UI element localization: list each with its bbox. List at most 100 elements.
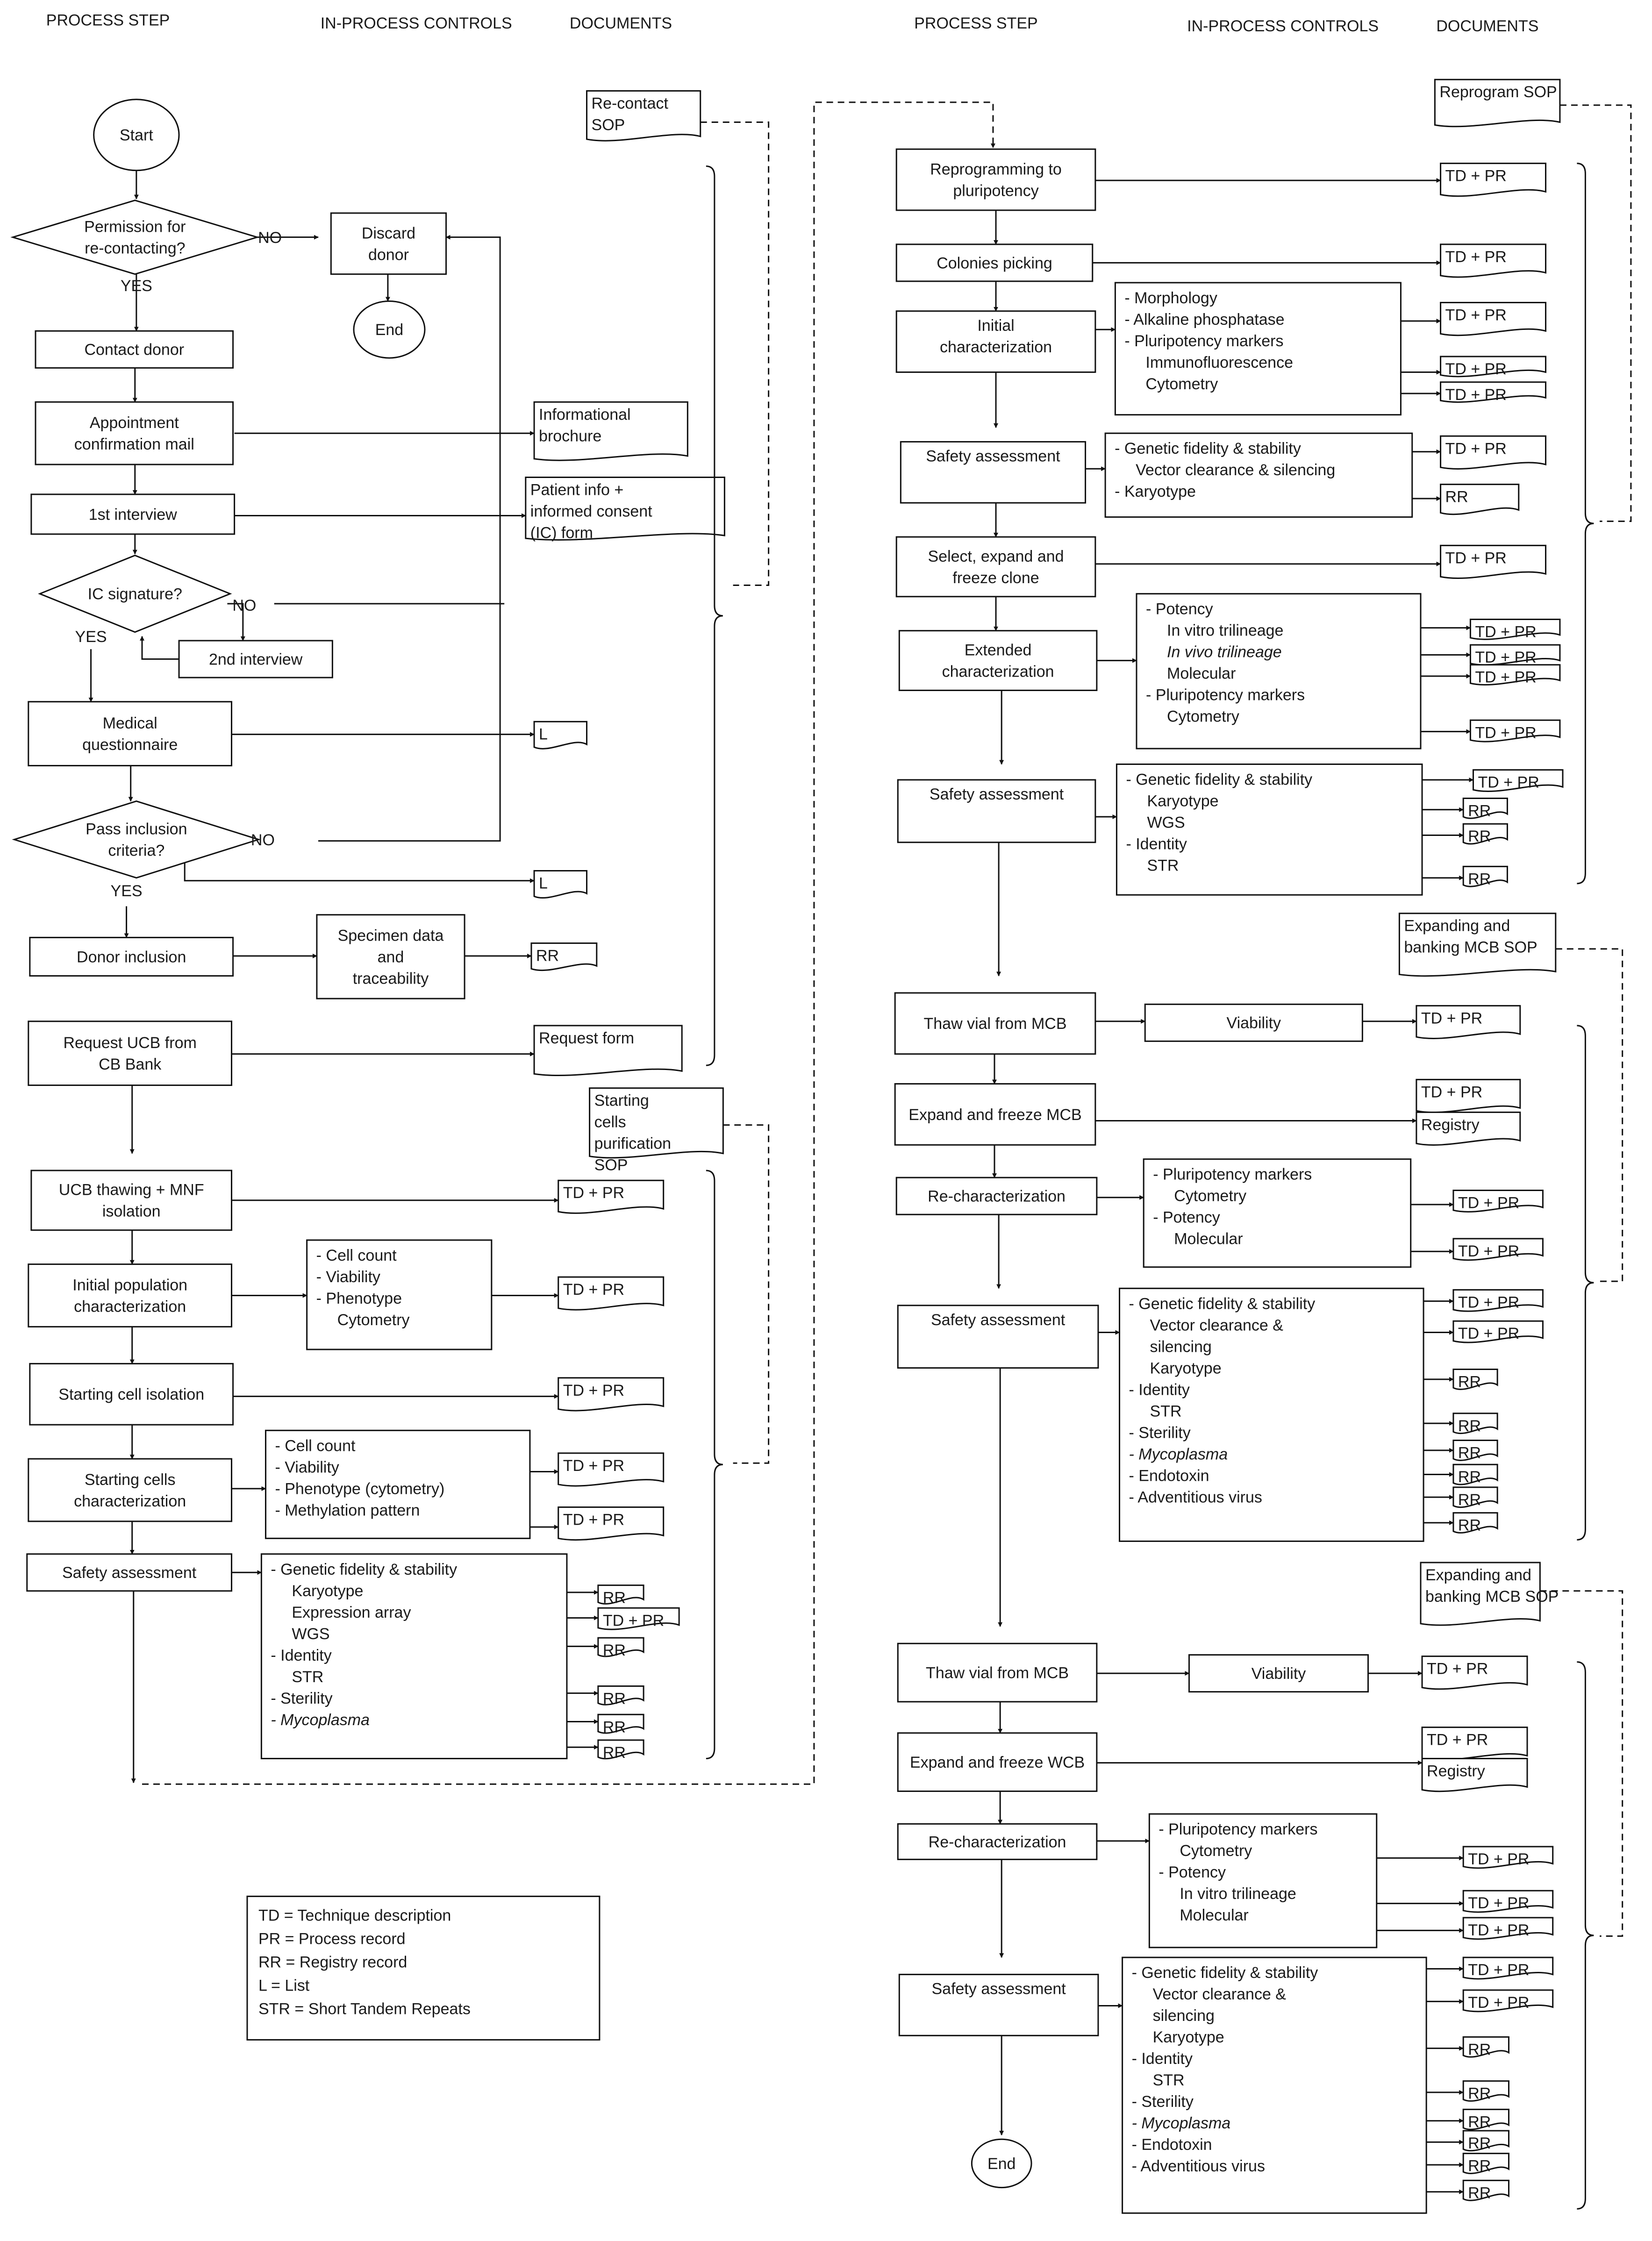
ctrl-safety-right-3-item: Karyotype	[1150, 1359, 1222, 1377]
medical-box	[28, 701, 233, 767]
rr-safety3-0-text: RR	[1458, 1373, 1481, 1391]
td-pr-rechar1-b-text: TD + PR	[1458, 1242, 1519, 1260]
expanding-wcb-sop-doc-text: Expanding and	[1425, 1566, 1531, 1584]
bracket-mcb	[1577, 1025, 1594, 1541]
td-pr-isolation-text: TD + PR	[563, 1382, 624, 1399]
initial-char-box-text: Initial	[977, 317, 1014, 335]
ctrl-rechar-1-item: - Pluripotency markers	[1153, 1166, 1312, 1184]
rr-safety4-2	[1462, 2108, 1509, 2130]
contact-donor-box	[35, 330, 234, 369]
ctrl-safety-right-1	[1104, 432, 1413, 518]
rr-safety3-1	[1452, 1413, 1498, 1435]
ctrl-rechar-1	[1143, 1158, 1412, 1268]
rr-safety4-5	[1462, 2179, 1509, 2201]
viability-box-2	[1188, 1654, 1369, 1693]
ctrl-starting-char	[265, 1429, 531, 1539]
rr-safety2-1-text: RR	[1468, 828, 1491, 845]
ctrl-safety-right-4-item: silencing	[1153, 2007, 1215, 2025]
bracket-recruitment	[706, 165, 723, 1066]
ctrl-safety-right-3-item: - Sterility	[1129, 1424, 1191, 1442]
list-doc-2-text: L	[539, 875, 548, 892]
ctrl-safety-right-3	[1119, 1287, 1424, 1542]
ctrl-rechar-2-item: Cytometry	[1180, 1842, 1252, 1860]
header-documents-left: DOCUMENTS	[570, 14, 672, 32]
td-pr-extended-2	[1469, 664, 1561, 685]
td-pr-initial-pop	[558, 1276, 665, 1311]
connector-arrow	[140, 635, 179, 660]
rr-left-3	[597, 1713, 644, 1734]
contact-donor-box-text: Contact donor	[84, 341, 184, 359]
ucb-thawing-box	[30, 1170, 233, 1231]
ctrl-safety-right-4-item: - Sterility	[1132, 2093, 1194, 2111]
yes-label-permission: YES	[121, 277, 152, 295]
pass-inclusion-decision-text-line: Pass inclusion	[86, 821, 187, 838]
ctrl-safety-right-4-item: - Genetic fidelity & stability	[1132, 1964, 1318, 1982]
td-pr-select	[1440, 544, 1547, 579]
select-expand-box-text-line: Select, expand and	[928, 548, 1064, 565]
legend-item: STR = Short Tandem Repeats	[258, 2000, 471, 2018]
rr-left-1-text: RR	[603, 1641, 626, 1659]
start-terminal	[93, 99, 180, 171]
header-in-process-controls-right: IN-PROCESS CONTROLS	[1187, 17, 1379, 35]
ctrl-safety-left-item: - Mycoplasma	[271, 1711, 370, 1729]
ctrl-safety-left-item: STR	[292, 1668, 323, 1686]
ctrl-safety-left-item: - Identity	[271, 1647, 331, 1664]
registry-mcb	[1416, 1111, 1521, 1146]
ctrl-safety-right-2-item: STR	[1147, 857, 1179, 875]
rr-safety2-2	[1462, 865, 1508, 887]
ctrl-safety-right-2-item: - Genetic fidelity & stability	[1126, 771, 1312, 789]
appointment-box-text-line: confirmation mail	[74, 435, 194, 453]
reprogramming-box-text-line: Reprogramming to	[930, 160, 1062, 178]
td-pr-colonies-text: TD + PR	[1445, 248, 1507, 266]
td-pr-rechar2-1	[1462, 1890, 1554, 1913]
ctrl-safety-right-3-item: STR	[1150, 1402, 1182, 1420]
ctrl-initial-char-item: Cytometry	[1145, 375, 1218, 393]
td-pr-safety2-text: TD + PR	[1478, 774, 1539, 792]
end-terminal-right	[971, 2138, 1032, 2189]
starting-sop-doc-text: purification	[594, 1135, 671, 1153]
appointment-box	[35, 401, 234, 465]
expand-wcb-box-text: Expand and freeze WCB	[910, 1754, 1085, 1771]
rr-left-1	[597, 1637, 644, 1657]
medical-box-text-line: Medical	[103, 714, 157, 732]
interview1-box-text: 1st interview	[89, 506, 177, 523]
safety-right-box-4	[898, 1974, 1099, 2036]
rr-left-0-text: RR	[603, 1589, 626, 1607]
ctrl-extended-char-item: - Pluripotency markers	[1146, 686, 1305, 704]
select-expand-box	[895, 536, 1096, 598]
rr-safety4-3	[1462, 2130, 1509, 2152]
ctrl-starting-char-item: - Cell count	[275, 1437, 356, 1455]
ctrl-safety-right-4-item: - Identity	[1132, 2050, 1193, 2068]
ctrl-safety-left	[260, 1553, 568, 1760]
rr-safety3-5	[1452, 1512, 1498, 1534]
ctrl-safety-left-item: - Genetic fidelity & stability	[271, 1561, 457, 1578]
ctrl-safety-right-2	[1116, 764, 1423, 896]
end-terminal-left-text: End	[375, 321, 404, 339]
recontact-sop-doc	[586, 90, 701, 142]
expand-mcb-box-text: Expand and freeze MCB	[908, 1106, 1081, 1124]
ucb-thawing-box-text-line: isolation	[102, 1203, 161, 1220]
no-label-permission: NO	[258, 229, 282, 247]
starting-sop-doc-text: Starting	[594, 1092, 649, 1110]
ctrl-starting-char-item: - Phenotype (cytometry)	[275, 1480, 444, 1498]
list-doc-2	[533, 870, 588, 899]
connector-arrow	[1559, 104, 1632, 522]
ctrl-initial-char	[1114, 282, 1402, 416]
starting-sop-doc	[589, 1087, 724, 1159]
legend-item: L = List	[258, 1977, 310, 1994]
request-ucb-box	[28, 1021, 233, 1086]
ctrl-initial-char-item: - Pluripotency markers	[1124, 332, 1283, 350]
list-doc-1	[533, 721, 588, 749]
td-pr-safety3-a	[1452, 1289, 1544, 1312]
bracket-wcb	[1577, 1661, 1594, 2210]
reprogramming-box-text-line: pluripotency	[953, 182, 1038, 200]
ctrl-safety-right-1-item: - Karyotype	[1115, 483, 1196, 500]
colonies-box-text: Colonies picking	[937, 254, 1052, 272]
recharacterization-box-2	[897, 1823, 1098, 1860]
connector-arrow	[227, 603, 245, 642]
rr-safety4-1	[1462, 2080, 1509, 2102]
starting-sop-doc-text: SOP	[594, 1156, 628, 1174]
starting-char-box-text-line: characterization	[74, 1492, 186, 1510]
ctrl-safety-right-4-item: Karyotype	[1153, 2028, 1224, 2046]
header-in-process-controls-left: IN-PROCESS CONTROLS	[321, 14, 512, 32]
